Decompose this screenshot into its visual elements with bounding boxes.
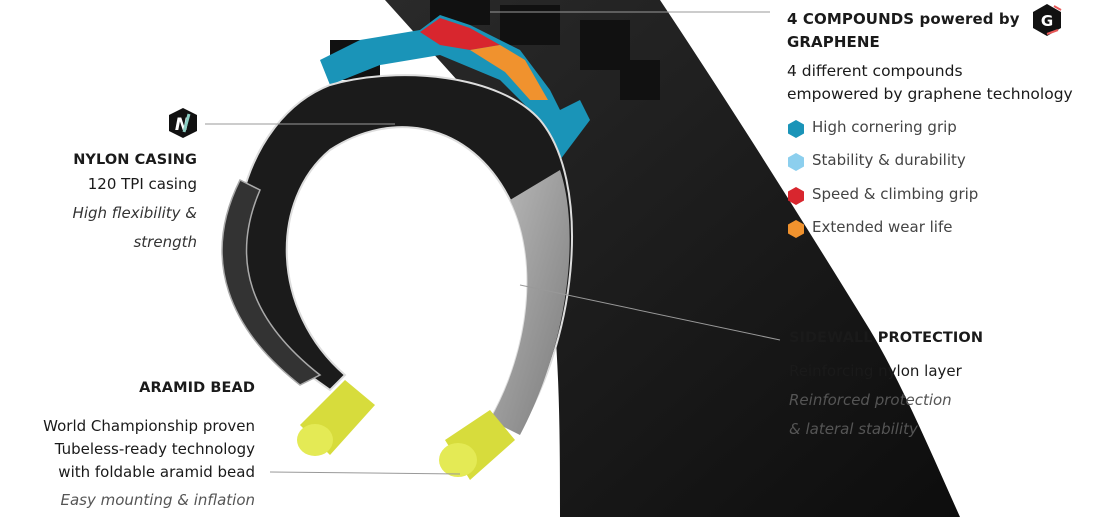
nylon-title: NYLON CASING: [73, 152, 197, 168]
hexagon-icon-orange: [788, 220, 804, 238]
compounds-desc-2: empowered by graphene technology: [787, 85, 1073, 103]
aramid-title: ARAMID BEAD: [139, 380, 255, 396]
aramid-bead-right: [439, 410, 515, 480]
aramid-line3: with foldable aramid bead: [58, 463, 255, 481]
compounds-title: 4 COMPOUNDS powered by: [787, 10, 1020, 28]
compound-band-orange: [470, 45, 548, 100]
aramid-italic1: Easy mounting & inflation: [60, 491, 255, 509]
compound-band-red: [420, 18, 500, 50]
compound-band-outer: [320, 15, 590, 160]
aramid-line1: World Championship proven: [43, 417, 255, 435]
graphene-logo-icon: G: [1033, 4, 1062, 36]
legend-item: Speed & climbing grip: [812, 185, 979, 203]
sidewall-italic1: Reinforced protection: [789, 391, 952, 409]
nylon-italic1: High flexibility &: [72, 204, 197, 222]
leader-lines: [205, 11, 781, 475]
sidewall-title: SIDEWALL PROTECTION: [789, 330, 984, 346]
sidewall-italic2: & lateral stability: [789, 420, 918, 438]
aramid-bead-left: [297, 380, 375, 456]
hexagon-icon-light-blue: [788, 153, 804, 171]
svg-text:G: G: [1041, 12, 1053, 30]
compounds-desc-1: 4 different compounds: [787, 62, 963, 80]
sidewall-protection-layer: [490, 170, 570, 435]
legend-item: Stability & durability: [812, 151, 966, 169]
legend-item: High cornering grip: [812, 118, 957, 136]
compounds-title-2: GRAPHENE: [787, 33, 880, 51]
aramid-line2: Tubeless-ready technology: [54, 440, 255, 458]
hexagon-icon-red: [788, 187, 804, 205]
legend-item: Extended wear life: [812, 218, 953, 236]
hexagon-icon-dark-blue: [788, 120, 804, 138]
sidewall-line1: Reinforcing nylon layer: [789, 362, 962, 380]
nylon-line1: 120 TPI casing: [87, 175, 197, 193]
nylon-logo-icon: N: [169, 108, 197, 138]
nylon-italic2: strength: [133, 233, 197, 251]
